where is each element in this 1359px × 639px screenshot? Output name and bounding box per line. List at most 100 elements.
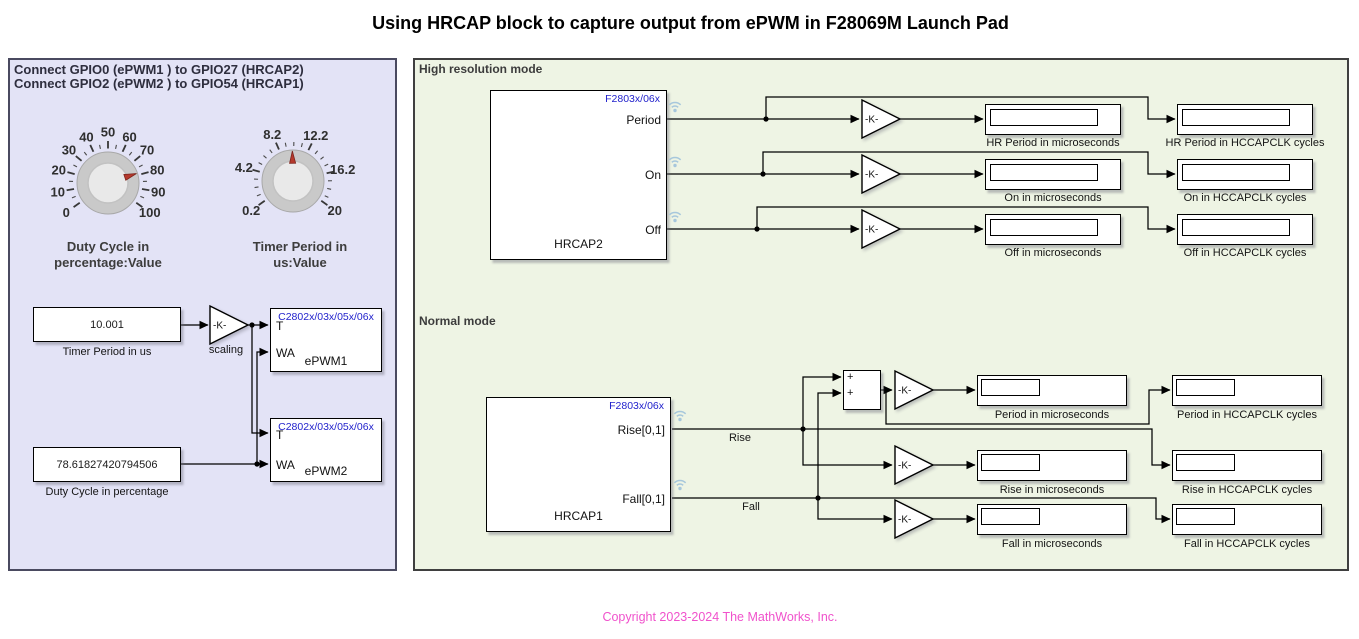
svg-text:0.2: 0.2 [242,203,260,218]
display-hr-period-us[interactable] [985,104,1121,135]
wire-label-rise: Rise [728,432,751,444]
gain-rise[interactable]: -K- [894,444,936,487]
display-hr-period-cycles[interactable] [1177,104,1313,135]
gain-period[interactable]: -K- [894,369,936,412]
display-fall-cycles-label: Fall in HCCAPCLK cycles [1184,538,1310,550]
timer-period-knob-caption: Timer Period in us:Value [252,239,348,270]
hrcap1-port-rise: Rise[0,1] [617,423,665,437]
display-rise-cycles-label: Rise in HCCAPCLK cycles [1181,484,1313,496]
svg-text:50: 50 [101,125,115,140]
display-value [981,379,1040,396]
svg-text:10: 10 [51,184,65,199]
epwm2-name: ePWM2 [304,464,348,478]
svg-text:-K-: -K- [898,515,911,526]
sum-plus-1: + [847,371,854,383]
duty-cycle-knob-caption: Duty Cycle in percentage:Value [54,239,162,270]
display-rise-us[interactable] [977,450,1127,481]
copyright-note: Copyright 2023-2024 The MathWorks, Inc. [602,610,838,624]
gain-on[interactable]: -K- [861,153,903,196]
svg-text:100: 100 [139,205,161,220]
display-off-cycles-label: Off in HCCAPCLK cycles [1183,247,1307,259]
display-hr-period-cycles-label: HR Period in HCCAPCLK cycles [1165,137,1325,149]
display-on-cycles[interactable] [1177,159,1313,190]
hrcap2-port-off: Off [645,223,661,237]
constant-duty-cycle[interactable]: 78.61827420794506 [33,447,181,482]
hrcap1-block[interactable]: F2803x/06x Rise[0,1] Fall[0,1] HRCAP1 [486,397,671,532]
svg-text:90: 90 [151,184,165,199]
display-period-cycles-label: Period in HCCAPCLK cycles [1177,409,1317,421]
display-value [990,219,1098,236]
svg-text:4.2: 4.2 [235,160,253,175]
svg-text:-K-: -K- [865,115,878,126]
hrcap1-chip-label: F2803x/06x [609,400,664,412]
svg-text:70: 70 [140,143,154,158]
display-value [981,454,1040,471]
hrcap2-port-on: On [644,168,661,182]
display-value [981,508,1040,525]
svg-text:80: 80 [150,162,164,177]
gain-scaling[interactable]: -K- [209,304,251,347]
display-fall-cycles[interactable] [1172,504,1322,535]
hrcap1-name: HRCAP1 [554,509,603,523]
instruction-line-2: Connect GPIO2 (ePWM2 ) to GPIO54 (HRCAP1… [14,76,304,91]
epwm1-port-t: T [276,319,284,333]
instruction-line-1: Connect GPIO0 (ePWM1 ) to GPIO27 (HRCAP2… [14,62,304,77]
svg-text:40: 40 [79,129,93,144]
display-fall-us[interactable] [977,504,1127,535]
display-on-cycles-label: On in HCCAPCLK cycles [1183,192,1307,204]
display-off-us-label: Off in microseconds [1004,247,1102,259]
display-period-cycles[interactable] [1172,375,1322,406]
svg-text:-K-: -K- [213,321,226,332]
display-value [1176,508,1235,525]
hrcap2-chip-label: F2803x/06x [605,93,660,105]
signal-logging-icon [668,101,682,113]
sum-block[interactable]: + + [843,370,881,410]
epwm2-port-t: T [276,428,284,442]
display-period-us[interactable] [977,375,1127,406]
display-rise-cycles[interactable] [1172,450,1322,481]
svg-text:20: 20 [328,203,342,218]
section-title-normal: Normal mode [419,314,496,328]
svg-text:8.2: 8.2 [263,127,281,142]
display-on-us-label: On in microseconds [1004,192,1102,204]
hrcap1-port-fall: Fall[0,1] [622,492,665,506]
svg-text:20: 20 [52,162,66,177]
signal-logging-icon [668,211,682,223]
display-fall-us-label: Fall in microseconds [1001,538,1103,550]
svg-text:60: 60 [122,129,136,144]
gain-off[interactable]: -K- [861,208,903,251]
display-value [1176,454,1235,471]
sum-plus-2: + [847,387,854,399]
epwm1-port-wa: WA [276,346,295,360]
svg-text:-K-: -K- [865,225,878,236]
display-on-us[interactable] [985,159,1121,190]
svg-text:-K-: -K- [898,461,911,472]
signal-logging-icon [673,410,687,422]
constant-timer-period[interactable]: 10.001 [33,307,181,342]
epwm1-chip-label: C2802x/03x/05x/06x [278,311,374,323]
gain-hr-period[interactable]: -K- [861,98,903,141]
display-off-cycles[interactable] [1177,214,1313,245]
hrcap2-block[interactable]: F2803x/06x Period On Off HRCAP2 [490,90,667,260]
display-value [990,109,1098,126]
gain-fall[interactable]: -K- [894,498,936,541]
display-off-us[interactable] [985,214,1121,245]
signal-logging-icon [668,156,682,168]
constant-timer-period-label: Timer Period in us [62,346,152,358]
svg-text:12.2: 12.2 [303,128,328,143]
hrcap2-port-period: Period [626,113,661,127]
svg-text:0: 0 [63,205,70,220]
display-period-us-label: Period in microseconds [994,409,1110,421]
epwm1-block[interactable]: C2802x/03x/05x/06x T WA ePWM1 [270,308,382,372]
svg-text:-K-: -K- [865,170,878,181]
hrcap2-name: HRCAP2 [554,237,603,251]
constant-duty-cycle-label: Duty Cycle in percentage [45,486,169,498]
epwm2-block[interactable]: C2802x/03x/05x/06x T WA ePWM2 [270,418,382,482]
section-title-high-resolution: High resolution mode [419,62,543,76]
svg-text:-K-: -K- [898,386,911,397]
epwm1-name: ePWM1 [304,354,348,368]
